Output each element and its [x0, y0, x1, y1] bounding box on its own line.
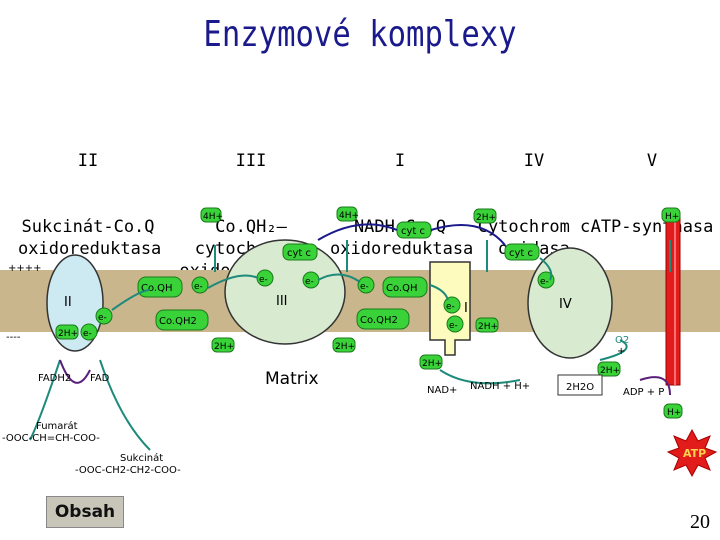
complex-iv-roman: IV	[523, 151, 545, 171]
svg-text:e-: e-	[540, 277, 549, 287]
complex-iii-roman: III	[235, 151, 267, 171]
electron-flow-arrows	[29, 240, 671, 451]
h4-b-label: 4H+	[339, 211, 359, 221]
fadh2-label: FADH2	[38, 373, 71, 384]
h-marker	[336, 206, 358, 222]
h-top-label: H+	[665, 212, 679, 222]
cytc-label: cyt c	[401, 226, 425, 237]
h-marker	[473, 208, 497, 224]
svg-text:e-: e-	[83, 329, 92, 339]
complex-i-label: I	[464, 301, 468, 316]
h-marker	[55, 324, 79, 340]
coqh2-label: Co.QH2	[159, 316, 197, 327]
h2-ii-label: 2H+	[58, 329, 78, 339]
complex-i-roman: I	[394, 151, 406, 171]
svg-text:e-: e-	[259, 275, 268, 285]
cytc-label: cyt c	[287, 248, 311, 259]
complex-ii-roman: II	[77, 151, 99, 171]
svg-text:e-: e-	[194, 282, 203, 292]
complex-ii-header: II Sukcinát-Co.Q oxidoreduktasa	[18, 106, 162, 282]
membrane-plus-label: ++++	[8, 263, 42, 274]
complex-iii-shape	[224, 239, 346, 345]
svg-text:e-: e-	[449, 321, 458, 331]
complex-v-roman: V	[646, 151, 658, 171]
page-title: Enzymové komplexy	[203, 14, 517, 55]
nadh-label: NADH + H+	[470, 381, 530, 392]
atp-burst	[666, 428, 718, 478]
slide-number: 20	[690, 511, 710, 533]
complex-ii-name: Sukcinát-Co.Q oxidoreduktasa	[18, 217, 162, 259]
proton-arrows	[59, 359, 671, 396]
sukcinat-label: Sukcinát	[120, 452, 163, 464]
nad-label: NAD+	[427, 385, 457, 396]
h-marker	[661, 207, 681, 223]
membrane-minus-label: ----	[6, 332, 21, 343]
cytc-arrows	[317, 223, 506, 246]
cytochrome-c	[504, 243, 540, 261]
coenzyme-qh2	[356, 308, 410, 330]
h2-mid2-label: 2H+	[335, 342, 355, 352]
h2-top-label: 2H+	[476, 213, 496, 223]
svg-text:e-: e-	[305, 277, 314, 287]
cytochrome-c	[282, 243, 318, 261]
h-marker	[419, 354, 443, 370]
coenzyme-q	[137, 276, 183, 298]
h-marker	[597, 361, 621, 377]
complex-iv-label: IV	[559, 297, 572, 312]
fumarat-label: Fumarát	[36, 420, 78, 432]
complex-v-name: ATP-synthasa	[590, 217, 714, 237]
matrix-label: Matrix	[265, 369, 319, 389]
h2o-label: 2H2O	[566, 382, 594, 393]
fad-label: FAD	[90, 373, 110, 384]
cytc-label: cyt c	[509, 248, 533, 259]
h-marker	[332, 337, 356, 353]
o2-label: O2	[615, 335, 629, 346]
h-marker	[663, 403, 683, 419]
water-box	[557, 374, 603, 396]
coqh-label: Co.QH	[386, 283, 418, 294]
h2-mid1-label: 2H+	[214, 342, 234, 352]
coqh2-label: Co.QH2	[360, 315, 398, 326]
contents-button[interactable]: Obsah	[46, 496, 124, 528]
h2-nad-label: 2H+	[422, 359, 442, 369]
adp-label: ADP + P	[623, 387, 664, 398]
h2-mid3-label: 2H+	[478, 322, 498, 332]
h2-iv-label: 2H+	[600, 366, 620, 376]
svg-text:e-: e-	[446, 302, 455, 312]
coqh-label: Co.QH	[141, 283, 173, 294]
complex-iii-label: III	[276, 294, 288, 309]
fumarat-formula: -OOC-CH=CH-COO-	[2, 433, 100, 444]
h-marker	[200, 207, 222, 223]
complex-ii-label: II	[64, 295, 72, 310]
sukcinat-formula: -OOC-CH2-CH2-COO-	[75, 465, 181, 476]
h4-a-label: 4H+	[203, 212, 223, 222]
atp-label: ATP	[683, 447, 706, 460]
svg-text:e-: e-	[360, 282, 369, 292]
h-marker	[211, 337, 235, 353]
h-bottom-label: H+	[667, 408, 681, 418]
o2-plus-label: +	[617, 346, 625, 357]
h-marker	[475, 317, 499, 333]
svg-text:e-: e-	[98, 313, 107, 323]
coenzyme-qh2	[155, 309, 209, 331]
complex-v-header: V ATP-synthasa	[590, 106, 714, 260]
coenzyme-q	[382, 276, 428, 298]
complex-v-shape	[665, 214, 681, 386]
